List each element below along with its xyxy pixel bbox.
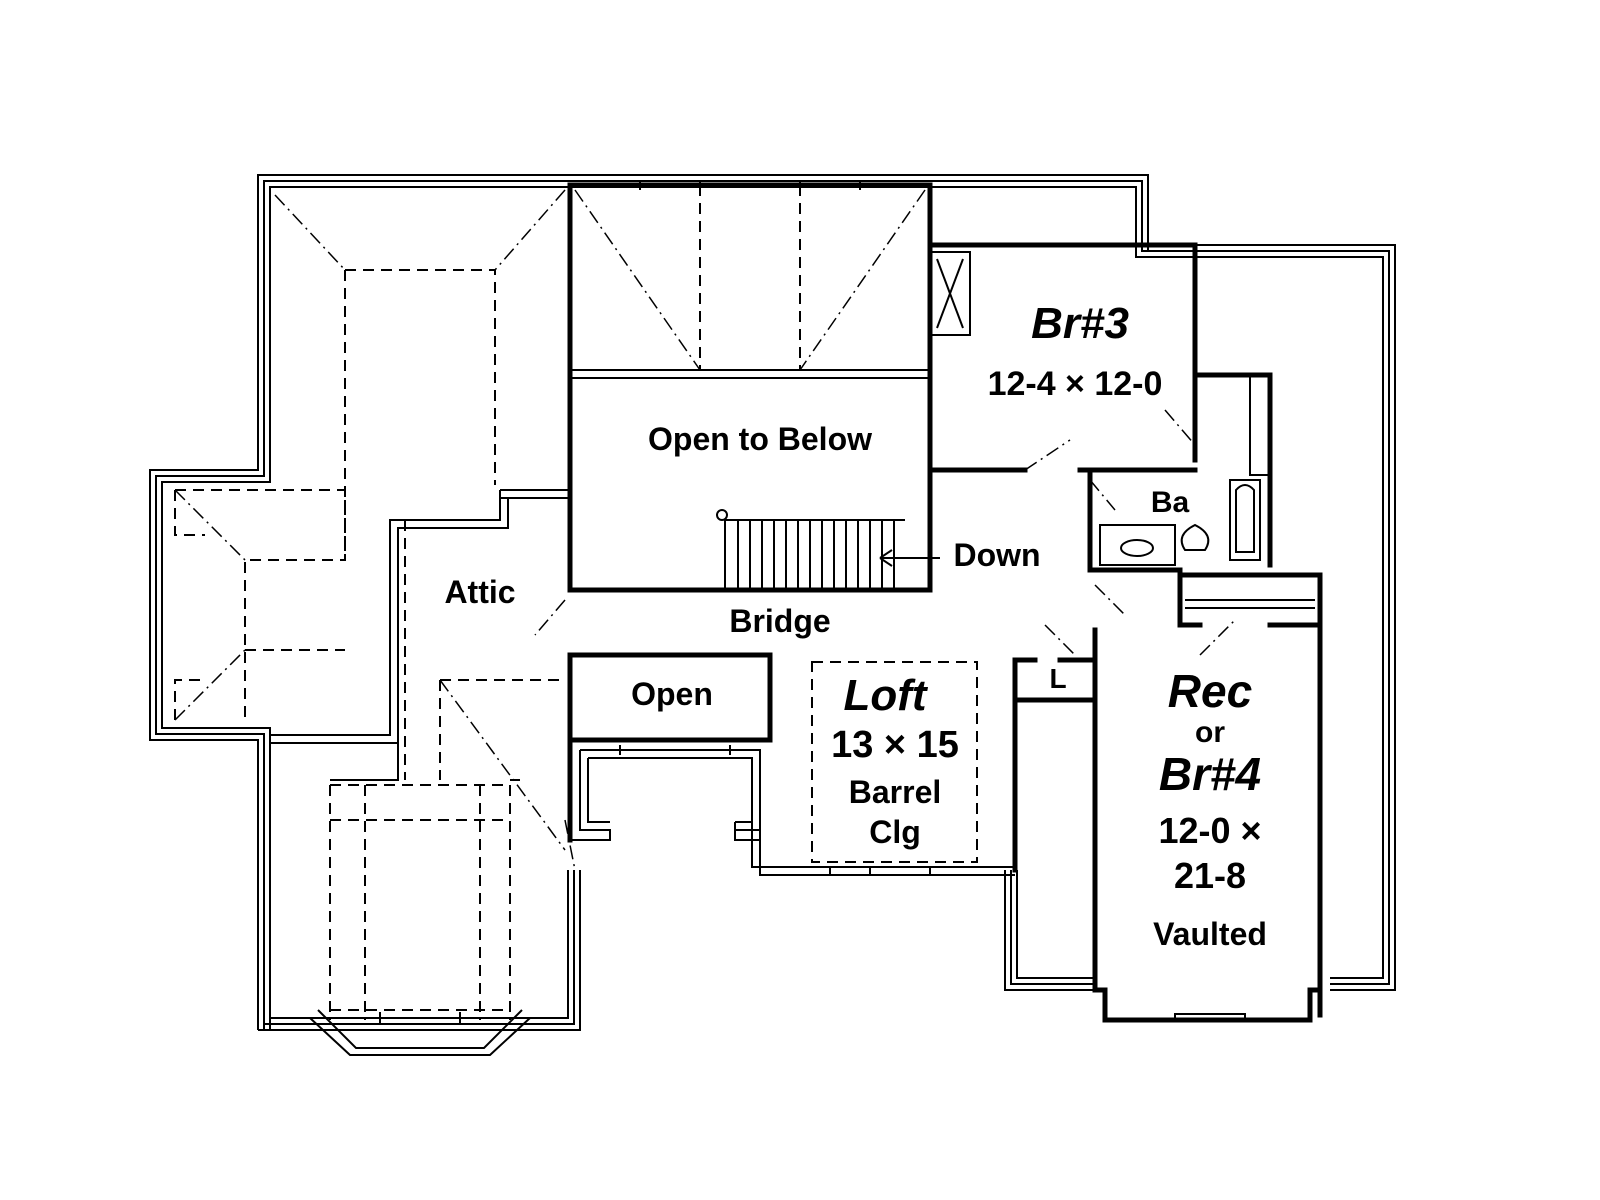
bath-label: Ba bbox=[1151, 486, 1190, 519]
linen-closet-label: L bbox=[1049, 663, 1066, 694]
loft-boundary bbox=[811, 661, 978, 863]
rec-name: Rec bbox=[1168, 665, 1252, 717]
loft-size: 13 × 15 bbox=[831, 724, 959, 766]
roof-outline bbox=[149, 174, 1396, 1056]
open-label: Open bbox=[631, 676, 713, 712]
door-swings bbox=[1024, 409, 1236, 656]
windows bbox=[379, 180, 1149, 1024]
open-to-below-geometry bbox=[574, 185, 926, 371]
walls bbox=[270, 182, 1323, 1023]
rec-size-1: 12-0 × bbox=[1158, 810, 1261, 851]
loft-barrel: Barrel bbox=[849, 774, 942, 810]
loft-name: Loft bbox=[843, 671, 928, 720]
attic-dashed-geometry bbox=[174, 189, 576, 1020]
rec-or: or bbox=[1195, 716, 1225, 749]
down-label: Down bbox=[953, 537, 1040, 573]
br3-name: Br#3 bbox=[1031, 299, 1129, 348]
open-to-below-label: Open to Below bbox=[648, 421, 872, 457]
room-labels: Br#3 12-4 × 12-0 Open to Below Ba Down A… bbox=[444, 299, 1266, 952]
rec-size-2: 21-8 bbox=[1174, 855, 1246, 896]
attic-label: Attic bbox=[444, 574, 515, 610]
rec-alt-name: Br#4 bbox=[1159, 748, 1261, 800]
loft-clg: Clg bbox=[869, 814, 921, 850]
bridge-label: Bridge bbox=[729, 603, 830, 639]
rec-note: Vaulted bbox=[1153, 916, 1267, 952]
staircase[interactable] bbox=[716, 509, 940, 590]
br3-size: 12-4 × 12-0 bbox=[988, 365, 1163, 403]
